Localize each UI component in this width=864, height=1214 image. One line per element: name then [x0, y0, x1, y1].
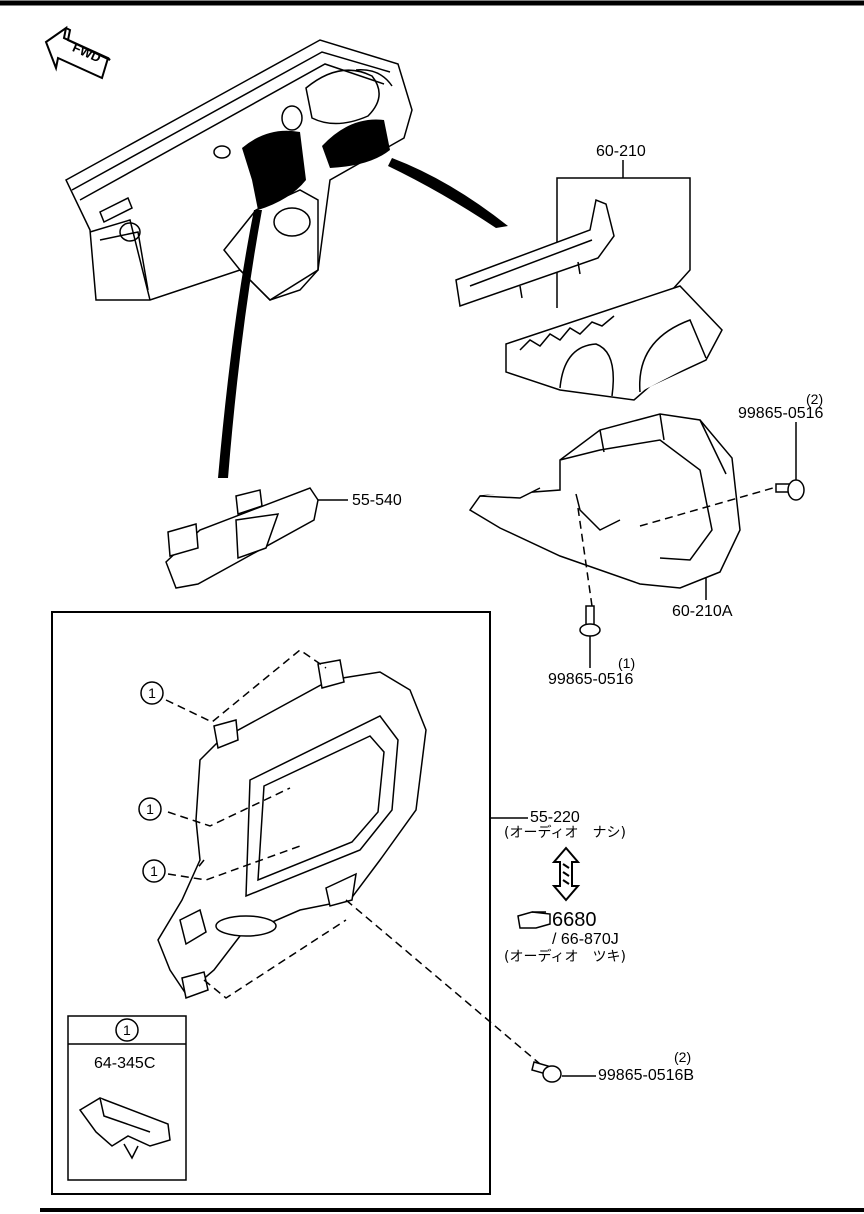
- screw-top-icon: [775, 422, 805, 501]
- label-ref-page: 6680: [552, 909, 597, 931]
- label-55-540: 55-540: [352, 492, 402, 509]
- upper-column-cover: [505, 285, 723, 401]
- label-55-220: 55-220: [530, 809, 580, 826]
- dash-column-cover: [322, 119, 390, 168]
- label-ref-sub: / 66-870J: [552, 931, 619, 948]
- vent-panel-55-540: [165, 487, 319, 589]
- leader-swoosh-2: [218, 210, 262, 478]
- label-ref-note: (オーディオ ツキ): [504, 949, 626, 965]
- clip-mark-label: 1: [123, 1022, 131, 1038]
- circle-1-marks: [138, 681, 166, 883]
- screw-mid-icon: [579, 605, 601, 668]
- dashboard-illustration: [65, 39, 413, 301]
- label-screw-bottom-qty: (2): [674, 1049, 692, 1065]
- label-screw-mid-num: 99865-0516: [548, 671, 634, 688]
- label-55-220-note: (オーディオ ナシ): [504, 825, 626, 841]
- label-screw-top-qty: (2): [806, 391, 824, 407]
- bracket-60-210: [556, 177, 691, 308]
- lower-column-cover: [468, 413, 741, 589]
- assembly-frame: [51, 611, 491, 1195]
- center-panel-55-220: [157, 659, 427, 1000]
- hand-pointer-icon: [517, 911, 551, 929]
- label-60-210: 60-210: [596, 143, 646, 160]
- label-screw-top-num: 99865-0516: [738, 405, 824, 422]
- clip-illustration: [78, 1097, 171, 1160]
- upper-column-trim: [455, 198, 615, 308]
- clip-circle-mark: [115, 1018, 139, 1042]
- screw-bottom-icon: [531, 1061, 596, 1083]
- label-64-345C: 64-345C: [94, 1055, 156, 1072]
- double-arrow-icon: [551, 846, 581, 902]
- dash-line-top-screw: [639, 485, 781, 527]
- svg-text:1: 1: [148, 685, 156, 701]
- label-60-210A: 60-210A: [672, 603, 733, 620]
- svg-text:1: 1: [146, 801, 154, 817]
- frame-dash-guides: [165, 649, 541, 1065]
- dash-line-mid-screw: [577, 507, 593, 607]
- label-screw-bottom-num: 99865-0516B: [598, 1067, 695, 1084]
- fwd-arrow-icon: [44, 25, 111, 80]
- label-screw-mid-qty: (1): [618, 655, 636, 671]
- dash-center-panel: [242, 130, 306, 210]
- leader-swoosh-1: [388, 158, 508, 228]
- svg-text:1: 1: [150, 863, 158, 879]
